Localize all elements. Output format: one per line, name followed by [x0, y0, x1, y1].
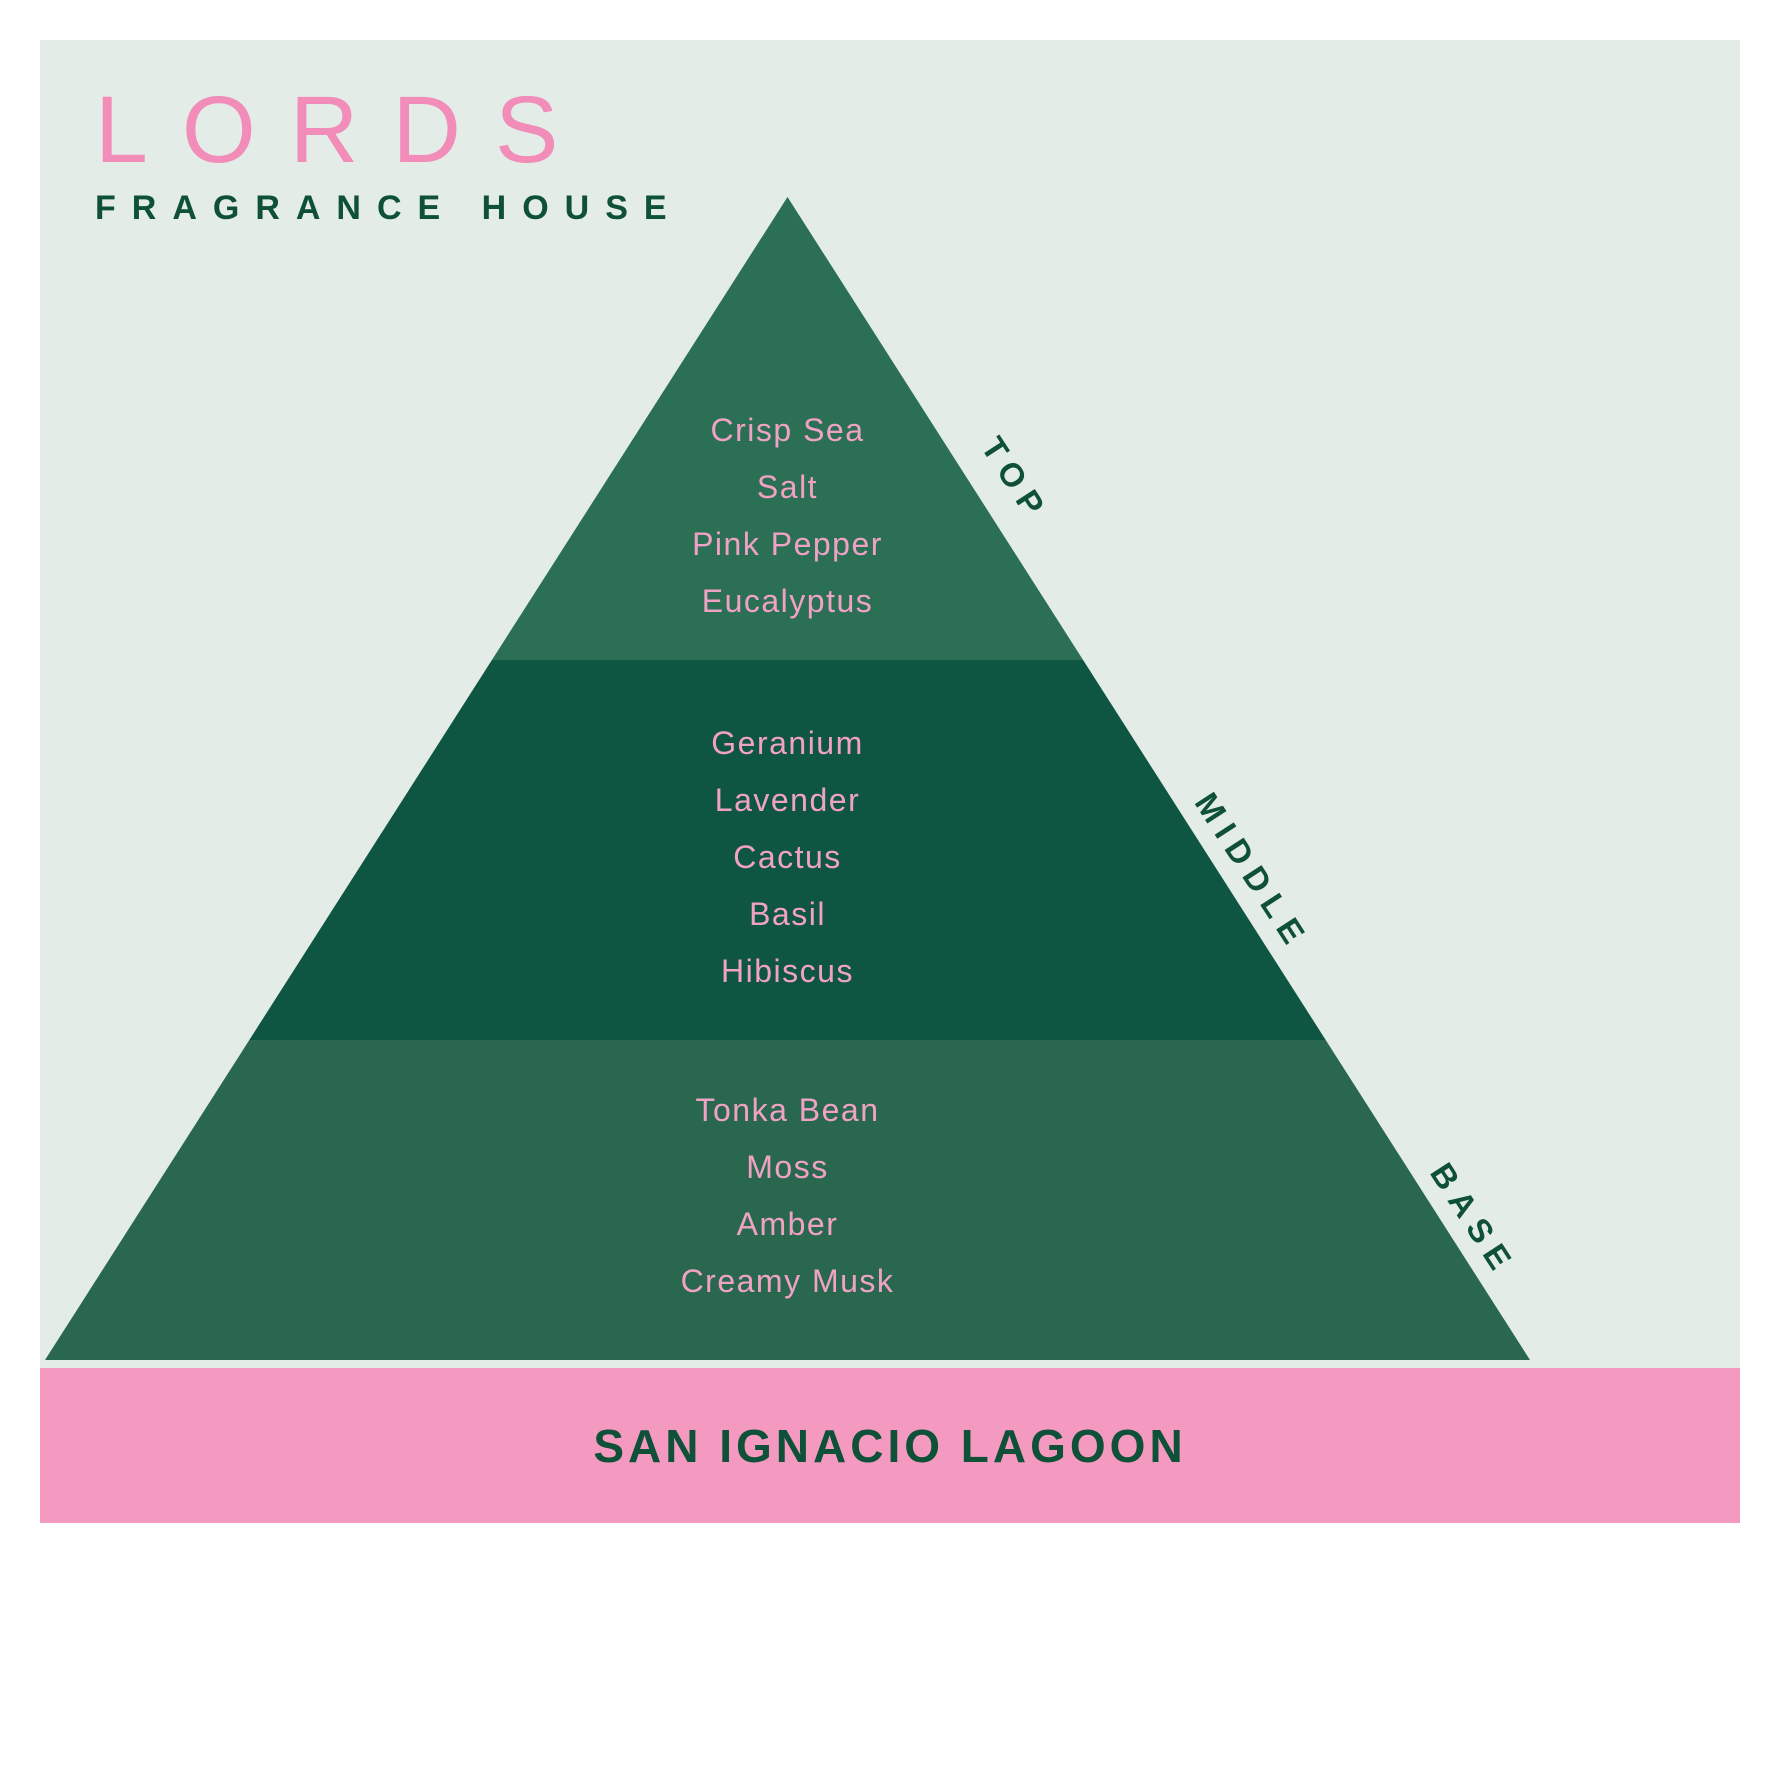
- middle-note: Hibiscus: [721, 953, 854, 989]
- pyramid-top-section: Crisp Sea Salt Pink Pepper Eucalyptus: [45, 197, 1530, 660]
- base-note: Amber: [736, 1206, 839, 1242]
- top-note: Crisp Sea: [710, 412, 865, 448]
- pyramid-base-section: Tonka Bean Moss Amber Creamy Musk: [45, 1040, 1530, 1360]
- product-name-band: SAN IGNACIO LAGOON: [40, 1368, 1740, 1523]
- brand-tagline: FRAGRANCE HOUSE: [95, 188, 683, 227]
- middle-note: Basil: [749, 896, 826, 932]
- middle-note: Lavender: [714, 782, 861, 818]
- brand-logo: LORDS: [95, 77, 593, 183]
- base-note: Tonka Bean: [695, 1092, 880, 1128]
- middle-note: Geranium: [711, 725, 864, 761]
- brand-block: LORDS FRAGRANCE HOUSE: [95, 78, 683, 228]
- top-note: Salt: [756, 469, 819, 505]
- top-note: Pink Pepper: [692, 526, 883, 562]
- top-note: Eucalyptus: [701, 583, 874, 619]
- poster-canvas: LORDS FRAGRANCE HOUSE Crisp Sea Salt Pin…: [40, 40, 1740, 1523]
- base-note: Moss: [746, 1149, 829, 1185]
- pyramid-middle-section: Geranium Lavender Cactus Basil Hibiscus: [45, 660, 1530, 1040]
- middle-note: Cactus: [733, 839, 842, 875]
- product-name: SAN IGNACIO LAGOON: [593, 1419, 1187, 1472]
- fragrance-pyramid: Crisp Sea Salt Pink Pepper Eucalyptus Ge…: [45, 197, 1530, 1360]
- base-note: Creamy Musk: [680, 1263, 895, 1299]
